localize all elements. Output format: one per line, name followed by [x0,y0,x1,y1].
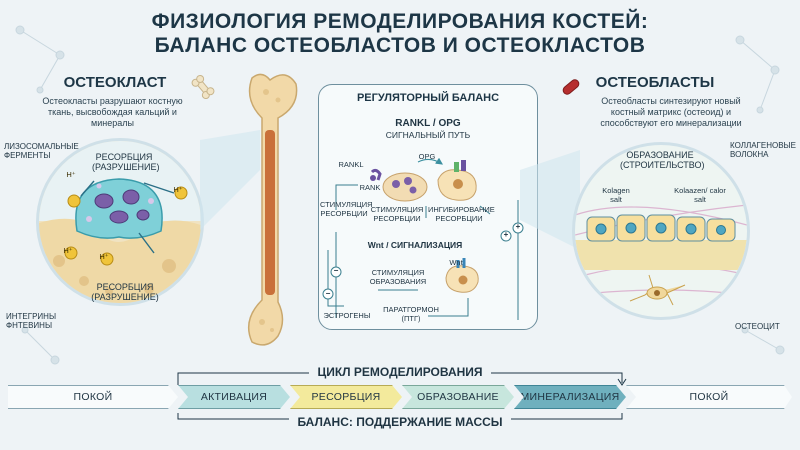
stim-formation-label: СТИМУЛЯЦИЯ ОБРАЗОВАНИЯ [369,268,427,286]
stim-resorption-left-label: СТИМУЛЯЦИЯ РЕСОРБЦИИ [320,200,373,218]
cycle-step-5: МИНЕРАЛИЗАЦИЯ [514,385,626,409]
bone-icon [191,74,215,100]
rankl-molecule [370,168,382,181]
cycle-step-1: ПОКОЙ [8,385,178,409]
collagen-fibers-label: КОЛЛАГЕНОВЫЕ ВОЛОКНА [730,141,796,159]
hydrogen-ion-label-3: H⁺ [63,246,73,255]
wnt-cell [445,258,479,293]
page-title: ФИЗИОЛОГИЯ РЕМОДЕЛИРОВАНИЯ КОСТЕЙ: БАЛАН… [0,10,800,58]
osteoblast-cell-drawing [575,204,747,306]
opg-label: OPG [418,152,436,161]
blood-vessel-icon [562,79,580,95]
osteoclast-illustration [36,138,204,306]
cycle-bottom-label: БАЛАНС: ПОДДЕРЖАНИЕ МАССЫ [289,415,511,429]
lysosomal-enzymes-label: ЛИЗОСОМАЛЬНЫЕ ФЕРМЕНТЫ [4,142,79,160]
osteoblast-illustration [572,142,750,320]
kolagen-salt-label: Kolagen salt [602,186,630,204]
hydrogen-ion-label-2: H⁺ [173,185,183,194]
plus-sign-1: + [515,222,521,231]
cycle-top-label: ЦИКЛ РЕМОДЕЛИРОВАНИЯ [309,365,491,379]
hydrogen-ion-label-4: H⁺ [99,252,109,261]
rankl-label: RANKL [338,160,364,169]
stim-resorption-mid-label: СТИМУЛЯЦИЯ РЕСОРБЦИИ [370,205,424,223]
pth-label: ПАРАТГОРМОН (ПТГ) [383,305,439,323]
kolaazen-salt-label: Kolaazen/ calor salt [674,186,726,204]
regulatory-diagram [322,157,524,320]
plus-sign-2: + [503,230,509,239]
cycle-step-4: ОБРАЗОВАНИЕ [402,385,514,409]
osteoblast-small-cell [437,160,477,201]
cycle-top-label-wrap: ЦИКЛ РЕМОДЕЛИРОВАНИЯ [0,363,800,381]
osteoblast-description: Остеобласты синтезируют новый костный ма… [600,96,742,128]
cycle-step-6: ПОКОЙ [626,385,792,409]
resorption-bottom-label: РЕСОРБЦИЯ (РАЗРУШЕНИЕ) [91,282,159,302]
title-line-1: ФИЗИОЛОГИЯ РЕМОДЕЛИРОВАНИЯ КОСТЕЙ: [151,10,649,33]
minus-sign-1: − [333,266,339,275]
osteoclast-small-cell [382,172,428,202]
cycle-bottom-label-wrap: БАЛАНС: ПОДДЕРЖАНИЕ МАССЫ [0,413,800,431]
rank-label: RANK [359,183,381,192]
estrogens-label: ЭСТРОГЕНЫ [323,311,371,320]
formation-label: ОБРАЗОВАНИЕ (СТРОИТЕЛЬСТВО) [620,150,705,170]
inhib-resorption-label: ИНГИБИРОВАНИЕ РЕСОРБЦИИ [428,205,495,223]
osteoclast-heading: ОСТЕОКЛАСТ [63,74,167,91]
osteocyte-label: ОСТЕОЦИТ [735,322,780,331]
cycle-step-2: АКТИВАЦИЯ [178,385,290,409]
cycle-step-3: РЕСОРБЦИЯ [290,385,402,409]
long-bone-illustration [247,73,298,346]
osteoclast-description: Остеокласты разрушают костную ткань, выс… [42,96,183,128]
left-zoom-wedge [200,130,260,230]
regulatory-balance-panel [318,84,538,330]
resorption-top-label: РЕСОРБЦИЯ (РАЗРУШЕНИЕ) [92,152,160,172]
regulatory-heading: РЕГУЛЯТОРНЫЙ БАЛАНС [356,92,500,104]
title-line-2: БАЛАНС ОСТЕОБЛАСТОВ И ОСТЕОКЛАСТОВ [154,34,646,57]
wnt-label: Wnt [449,258,463,267]
osteoblast-heading: ОСТЕОБЛАСТЫ [595,74,715,91]
right-zoom-wedge [520,150,580,250]
integrins-label: ИНТЕГРИНЫ ФНТЕВИНЫ [6,312,57,330]
minus-sign-2: − [325,289,331,298]
rankl-opg-subtitle: СИГНАЛЬНЫЙ ПУТЬ [385,130,471,140]
wnt-title: Wnt / СИГНАЛИЗАЦИЯ [367,240,463,250]
rankl-opg-title: RANKL / OPG [395,118,461,129]
hydrogen-ion-label-1: H⁺ [66,170,76,179]
